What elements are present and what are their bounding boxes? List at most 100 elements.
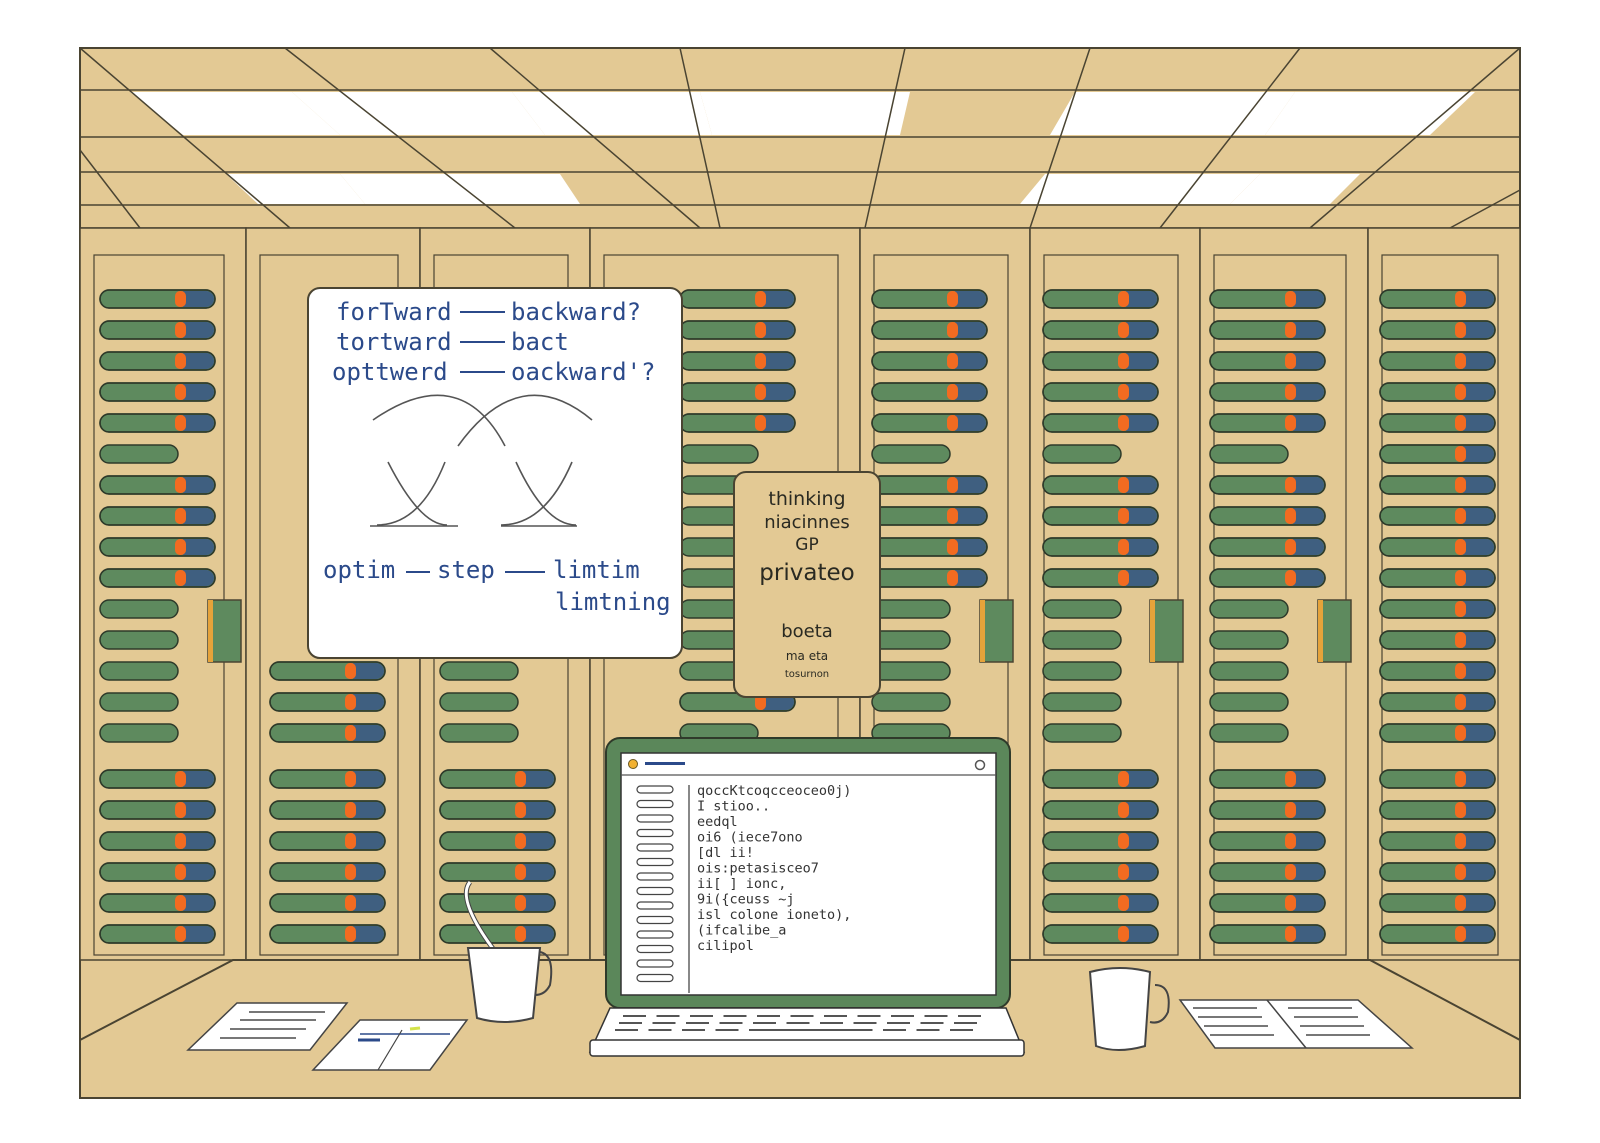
led-blue-segment (955, 384, 986, 400)
ceiling-light-panel (1020, 174, 1260, 204)
server-led-bar (1379, 862, 1496, 882)
server-led-bar (1042, 831, 1159, 851)
led-blue-segment (955, 322, 986, 338)
led-outline (1209, 924, 1326, 944)
server-led-bar (871, 568, 988, 588)
server-led-bar (1379, 661, 1496, 681)
led-outline (1379, 289, 1496, 309)
led-orange-indicator (1455, 632, 1466, 648)
led-orange-indicator (175, 353, 186, 369)
led-blue-segment (353, 802, 384, 818)
server-led-bar (1379, 506, 1496, 526)
server-led-bar (1042, 893, 1159, 913)
led-blue-segment (1463, 833, 1494, 849)
code-line: oi6 (iece7ono (697, 830, 803, 846)
whiteboard: forTward backward? tortward bact opttwer… (307, 287, 683, 659)
led-orange-indicator (1285, 415, 1296, 431)
led-orange-indicator (1118, 291, 1129, 307)
led-orange-indicator (175, 926, 186, 942)
server-led-bar (1042, 568, 1159, 588)
code-line: qoccKtcoqcceoceo0j) (697, 783, 851, 799)
server-led-bar (871, 444, 951, 464)
server-led-bar (871, 661, 951, 681)
led-outline (1042, 289, 1159, 309)
led-blue-segment (353, 895, 384, 911)
led-blue-segment (523, 864, 554, 880)
led-orange-indicator (175, 384, 186, 400)
server-led-bar (1379, 537, 1496, 557)
sidebar-item (636, 915, 674, 925)
led-outline (269, 661, 386, 681)
server-led-bar (1379, 568, 1496, 588)
led-blue-segment (955, 539, 986, 555)
led-blue-segment (1126, 415, 1157, 431)
server-led-bar (871, 506, 988, 526)
led-orange-indicator (1118, 384, 1129, 400)
led-outline (1042, 475, 1159, 495)
led-outline (1209, 568, 1326, 588)
led-outline (439, 769, 556, 789)
sidebar-item (636, 857, 674, 867)
server-led-bar (99, 382, 216, 402)
led-orange-indicator (1285, 477, 1296, 493)
led-orange-indicator (175, 895, 186, 911)
led-blue-segment (1293, 895, 1324, 911)
server-led-bar (439, 723, 519, 743)
led-blue-segment (1293, 833, 1324, 849)
server-led-bar (1042, 506, 1159, 526)
server-led-bar (1379, 769, 1496, 789)
server-led-bar (679, 444, 759, 464)
server-led-bar (1209, 723, 1289, 743)
led-orange-indicator (1118, 353, 1129, 369)
sidebar-item (636, 872, 674, 881)
led-outline (1042, 893, 1159, 913)
led-outline (871, 320, 988, 340)
whiteboard-row-1: forTward backward? (336, 298, 641, 326)
server-led-bar (1209, 475, 1326, 495)
led-outline (1379, 692, 1496, 712)
led-outline (269, 893, 386, 913)
led-blue-segment (1463, 601, 1494, 617)
server-led-bar (269, 831, 386, 851)
led-orange-indicator (1455, 477, 1466, 493)
led-blue-segment (353, 926, 384, 942)
led-orange-indicator (1455, 539, 1466, 555)
window-close-icon[interactable] (974, 759, 986, 771)
server-led-bar (1379, 599, 1496, 619)
led-orange-indicator (345, 802, 356, 818)
server-led-bar (679, 351, 796, 371)
led-blue-segment (955, 477, 986, 493)
led-orange-indicator (345, 694, 356, 710)
led-blue-segment (353, 864, 384, 880)
led-orange-indicator (175, 864, 186, 880)
led-blue-segment (1463, 415, 1494, 431)
ceiling-light-panel (1265, 92, 1475, 135)
server-led-bar (1042, 289, 1159, 309)
led-orange-indicator (1455, 771, 1466, 787)
led-outline (1042, 862, 1159, 882)
led-green-segment (439, 723, 519, 743)
led-outline (269, 800, 386, 820)
led-outline (439, 893, 556, 913)
server-led-bar (99, 661, 179, 681)
led-outline (1042, 382, 1159, 402)
led-orange-indicator (1455, 926, 1466, 942)
led-outline (1379, 444, 1496, 464)
led-blue-segment (1126, 570, 1157, 586)
led-orange-indicator (947, 353, 958, 369)
server-led-bar (1379, 382, 1496, 402)
server-led-bar (99, 862, 216, 882)
led-blue-segment (353, 663, 384, 679)
server-led-bar (99, 289, 216, 309)
whiteboard-text: opttwerd (332, 358, 448, 386)
led-orange-indicator (345, 926, 356, 942)
led-blue-segment (1463, 477, 1494, 493)
server-led-bar (99, 568, 216, 588)
server-led-bar (871, 382, 988, 402)
led-outline (1209, 289, 1326, 309)
whiteboard-text: oackward'? (511, 358, 656, 386)
server-led-bar (1209, 831, 1326, 851)
led-outline (1042, 320, 1159, 340)
led-blue-segment (1126, 384, 1157, 400)
led-outline (1379, 568, 1496, 588)
